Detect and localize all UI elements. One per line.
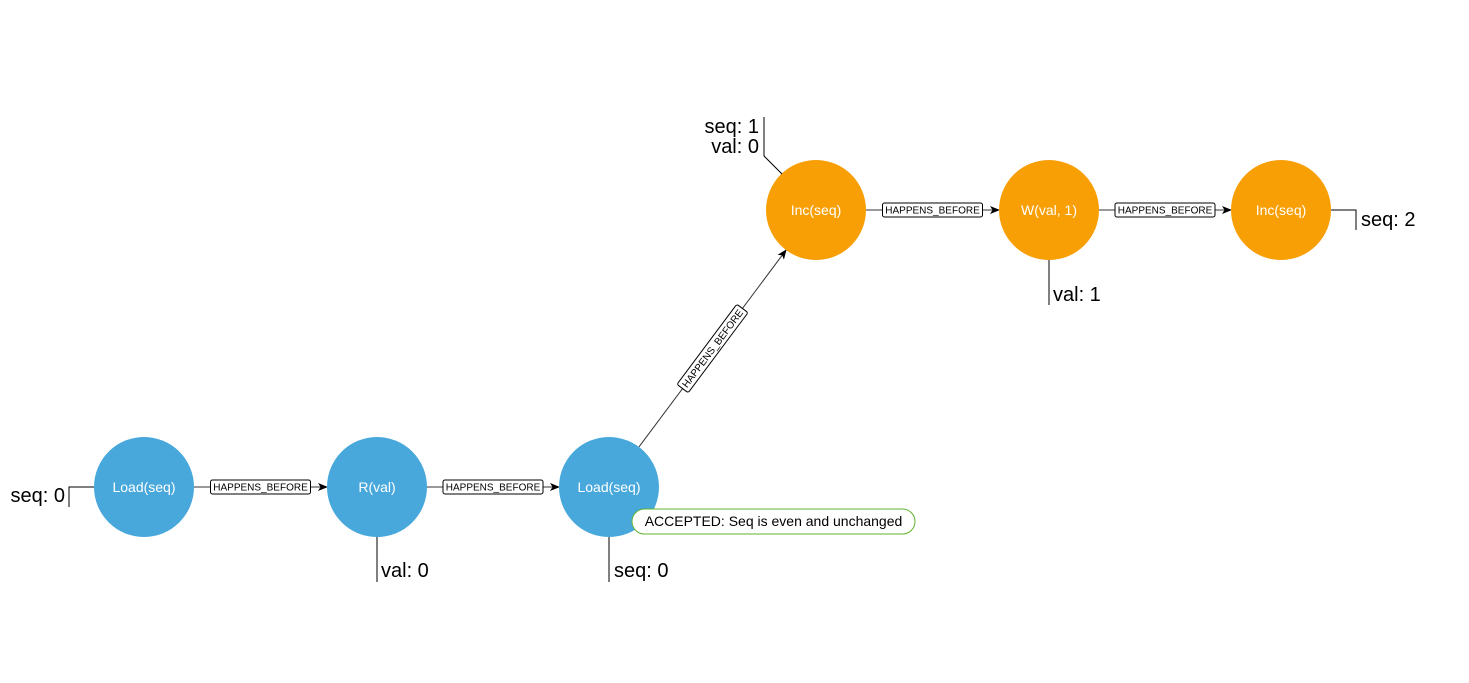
node-circle[interactable]: [559, 437, 659, 537]
edge-label-text: HAPPENS_BEFORE: [681, 308, 747, 391]
edge-label-box: [882, 202, 983, 218]
node-n1[interactable]: Load(seq): [94, 437, 194, 537]
node-n6[interactable]: Inc(seq): [1231, 160, 1331, 260]
edge-label-box: [442, 479, 544, 495]
edge-happens-before: HAPPENS_BEFORE: [427, 479, 560, 495]
edge-label: HAPPENS_BEFORE: [677, 304, 748, 393]
node-n4[interactable]: Inc(seq): [766, 160, 866, 260]
annotation-leader-line: [1331, 209, 1357, 230]
annotation-n5: val: 1: [1048, 260, 1101, 306]
annotation-text: seq: 0: [614, 560, 668, 582]
node-circle[interactable]: [766, 160, 866, 260]
node-circle[interactable]: [327, 437, 427, 537]
node-label: R(val): [358, 479, 395, 495]
status-accepted-badge: ACCEPTED: Seq is even and unchanged: [631, 508, 916, 535]
status-badge-box: [631, 508, 916, 535]
edge-label-text: HAPPENS_BEFORE: [885, 206, 980, 217]
annotation-text: val: 0: [381, 560, 429, 582]
node-n3[interactable]: Load(seq): [559, 437, 659, 537]
annotation-leader-line: [68, 486, 94, 507]
annotation-text: seq: 1: [705, 116, 759, 138]
node-label: Load(seq): [112, 479, 175, 495]
edge-label-text: HAPPENS_BEFORE: [446, 483, 541, 494]
node-label: Load(seq): [577, 479, 640, 495]
edge-label-text: HAPPENS_BEFORE: [1118, 206, 1213, 217]
edge-label: HAPPENS_BEFORE: [882, 202, 983, 218]
edge-label-text: HAPPENS_BEFORE: [213, 483, 308, 494]
edge-label: HAPPENS_BEFORE: [210, 479, 311, 495]
annotation-n2: val: 0: [376, 537, 429, 582]
status-text: ACCEPTED: Seq is even and unchanged: [645, 513, 903, 529]
node-label: W(val, 1): [1021, 202, 1077, 218]
annotation-text: seq: 0: [11, 485, 65, 507]
node-circle[interactable]: [999, 160, 1099, 260]
annotation-leader-line: [763, 117, 783, 175]
node-n5[interactable]: W(val, 1): [999, 160, 1099, 260]
edge-happens-before: HAPPENS_BEFORE: [638, 249, 787, 448]
edge-happens-before: HAPPENS_BEFORE: [866, 202, 1000, 218]
annotation-text: val: 1: [1053, 284, 1101, 306]
edge-happens-before: HAPPENS_BEFORE: [194, 479, 328, 495]
annotation-text: seq: 2: [1361, 209, 1415, 231]
annotation-n3: seq: 0: [608, 537, 668, 582]
annotation-text: val: 0: [711, 136, 759, 158]
edge-label-box: [1114, 202, 1216, 218]
edge-label: HAPPENS_BEFORE: [1114, 202, 1216, 218]
node-circle[interactable]: [94, 437, 194, 537]
annotation-n6: seq: 2: [1331, 209, 1415, 231]
edge-label-box: [210, 479, 311, 495]
node-n2[interactable]: R(val): [327, 437, 427, 537]
node-circle[interactable]: [1231, 160, 1331, 260]
edge-label: HAPPENS_BEFORE: [442, 479, 544, 495]
node-label: Inc(seq): [1256, 202, 1307, 218]
annotation-n1: seq: 0: [11, 485, 94, 507]
edge-label-box: [677, 304, 748, 393]
edge-happens-before: HAPPENS_BEFORE: [1099, 202, 1232, 218]
node-label: Inc(seq): [791, 202, 842, 218]
